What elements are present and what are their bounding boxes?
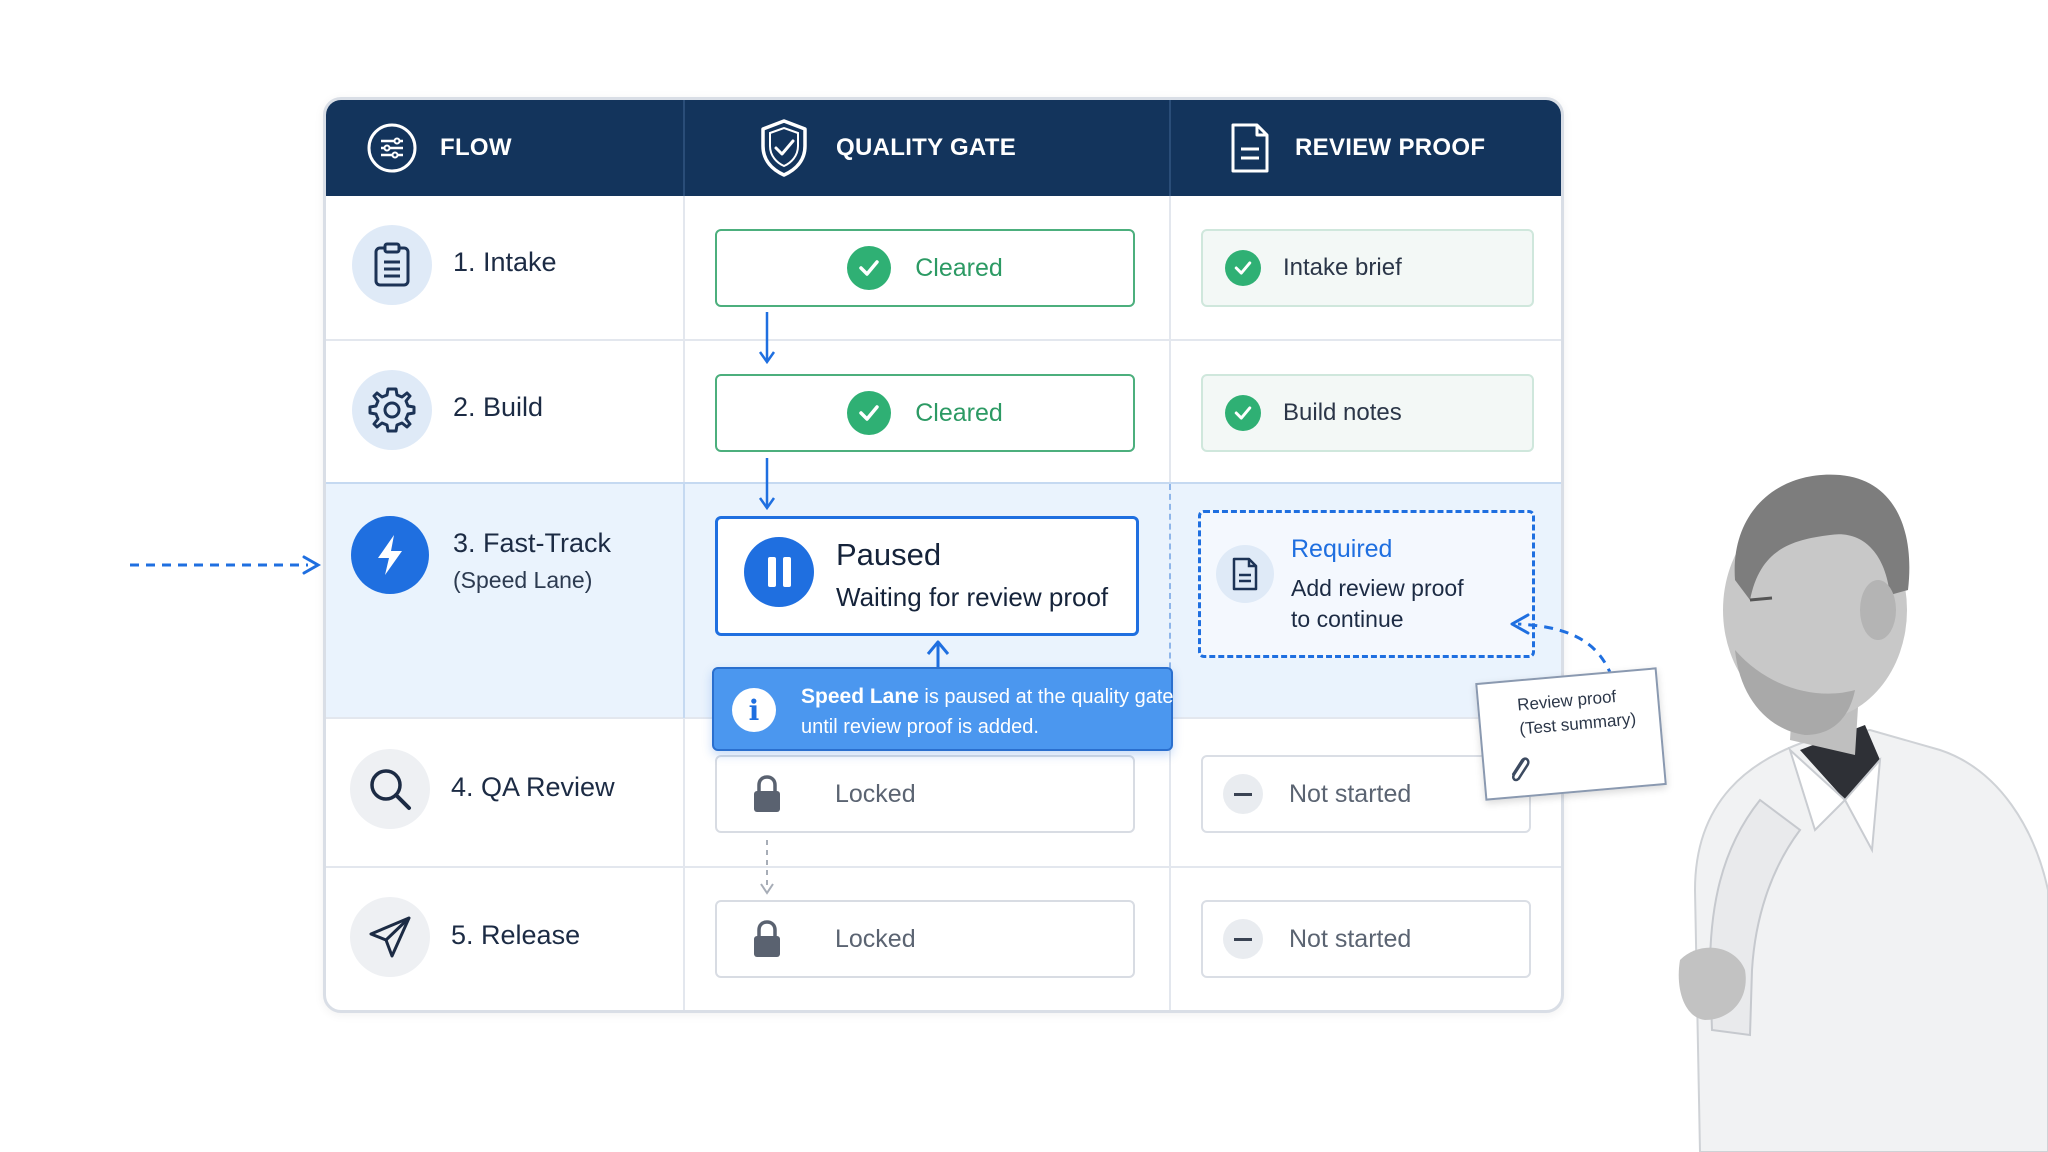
- proof-not-started-release: Not started: [1201, 900, 1531, 978]
- step-label-fast-track: 3. Fast-Track: [453, 528, 612, 558]
- lock-icon: [754, 920, 780, 957]
- step-icon-fast-track: [351, 516, 429, 594]
- gate-status-label: Cleared: [915, 253, 1003, 282]
- lock-icon: [754, 775, 780, 812]
- board-header: FLOW QUALITY GATE REVIEW PROOF: [326, 100, 1561, 196]
- step-label-intake: 1. Intake: [453, 247, 557, 277]
- header-flow-label: FLOW: [440, 134, 512, 161]
- minus-circle-icon: [1223, 774, 1263, 814]
- gate-status-intake: Cleared: [715, 229, 1135, 307]
- down-arrow-icon: [758, 312, 776, 365]
- column-divider: [683, 196, 685, 482]
- check-circle-icon: [1225, 250, 1261, 286]
- tooltip-line1: Speed Lane is paused at the quality gate: [801, 685, 1174, 709]
- gear-icon: [368, 387, 416, 433]
- header-quality-gate: QUALITY GATE: [758, 100, 1138, 196]
- flow-row-build: [326, 339, 1561, 484]
- proof-label: Intake brief: [1283, 254, 1402, 281]
- step-icon-intake: [352, 225, 432, 305]
- minus-circle-icon: [1223, 919, 1263, 959]
- proof-label: Not started: [1289, 779, 1412, 808]
- check-circle-icon: [847, 391, 892, 435]
- gate-status-build: Cleared: [715, 374, 1135, 452]
- incoming-arrow: [130, 555, 322, 575]
- column-divider: [683, 484, 685, 718]
- flow-board: FLOW QUALITY GATE REVIEW PROOF: [323, 97, 1564, 1013]
- check-circle-icon: [847, 246, 892, 290]
- proof-build-notes[interactable]: Build notes: [1201, 374, 1534, 452]
- shield-check-icon: [761, 119, 807, 177]
- check-circle-icon: [1225, 395, 1261, 431]
- flow-row-release: [326, 866, 1561, 1010]
- person-illustration: [1678, 474, 2048, 1152]
- gate-status-fast-track: Paused Waiting for review proof: [715, 516, 1139, 636]
- proof-intake-brief[interactable]: Intake brief: [1201, 229, 1534, 307]
- tooltip-line1-rest: is paused at the quality gate: [918, 686, 1174, 708]
- tooltip-line2: until review proof is added.: [801, 716, 1039, 738]
- proof-label: Build notes: [1283, 399, 1402, 426]
- column-divider: [683, 719, 685, 1010]
- header-review-proof-label: REVIEW PROOF: [1295, 134, 1486, 161]
- proof-required-title: Required: [1291, 535, 1393, 563]
- lightning-icon: [378, 535, 402, 575]
- document-icon: [1231, 123, 1269, 173]
- sliders-icon: [367, 123, 417, 173]
- step-icon-build: [352, 370, 432, 450]
- step-icon-qa-review: [350, 749, 430, 829]
- step-icon-release: [350, 897, 430, 977]
- pause-icon: [744, 537, 814, 607]
- down-arrow-icon: [760, 840, 774, 895]
- gate-status-qa-review: Locked: [715, 755, 1135, 833]
- step-label-qa-review: 4. QA Review: [451, 772, 615, 802]
- gate-paused-subtitle: Waiting for review proof: [836, 582, 1109, 612]
- review-proof-card[interactable]: Review proof (Test summary): [1475, 667, 1667, 801]
- header-divider: [683, 100, 685, 196]
- info-icon: i: [732, 688, 776, 732]
- header-review-proof: REVIEW PROOF: [1229, 100, 1549, 196]
- document-icon: [1216, 545, 1274, 603]
- column-divider: [1169, 719, 1171, 1010]
- proof-required-line2: to continue: [1291, 606, 1404, 632]
- header-divider: [1169, 100, 1171, 196]
- paperclip-icon: [1512, 757, 1530, 782]
- gate-paused-title: Paused: [836, 537, 942, 572]
- curved-dashed-arrow: [1510, 613, 1614, 678]
- column-divider-dashed: [1169, 484, 1171, 718]
- clipboard-icon: [374, 242, 410, 287]
- paper-plane-icon: [369, 916, 411, 958]
- proof-required-dropzone[interactable]: Required Add review proof to continue: [1198, 510, 1535, 658]
- gate-status-label: Locked: [835, 924, 916, 953]
- step-label-release: 5. Release: [451, 920, 581, 950]
- column-divider: [1169, 196, 1171, 482]
- header-flow: FLOW: [366, 100, 666, 196]
- header-quality-gate-label: QUALITY GATE: [836, 134, 1017, 161]
- step-label-build: 2. Build: [453, 392, 544, 422]
- step-sublabel-fast-track: (Speed Lane): [453, 567, 593, 593]
- gate-status-label: Cleared: [915, 398, 1003, 427]
- proof-label: Not started: [1289, 924, 1412, 953]
- proof-required-line1: Add review proof: [1291, 575, 1464, 601]
- tooltip-line1-bold: Speed Lane: [801, 685, 919, 708]
- up-arrow-icon: [926, 640, 950, 670]
- proof-not-started-qa: Not started: [1201, 755, 1531, 833]
- speed-lane-tooltip: i Speed Lane is paused at the quality ga…: [712, 667, 1174, 751]
- magnifier-icon: [370, 769, 411, 810]
- down-arrow-icon: [758, 458, 776, 511]
- gate-status-release: Locked: [715, 900, 1135, 978]
- gate-status-label: Locked: [835, 779, 916, 808]
